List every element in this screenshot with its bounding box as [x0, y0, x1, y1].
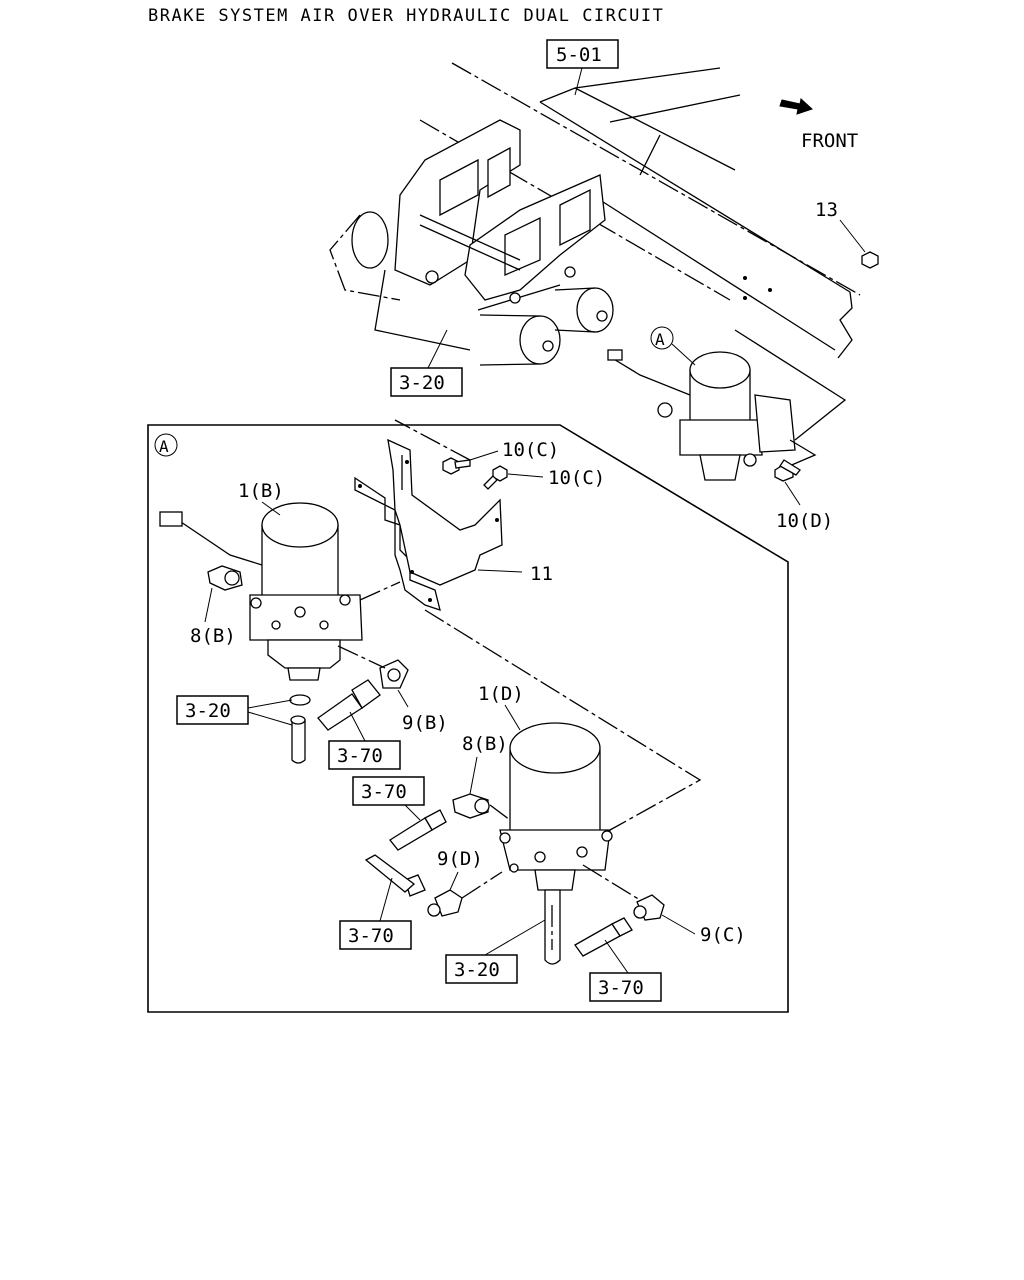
label-elbow-b[interactable]: 8(B) — [190, 625, 236, 647]
svg-text:3-70: 3-70 — [348, 925, 394, 947]
svg-text:3-20: 3-20 — [185, 700, 231, 722]
svg-text:A: A — [159, 437, 169, 456]
bolt-10d — [774, 459, 801, 482]
hose-fitting-mid — [389, 809, 447, 851]
label-dryer-b[interactable]: 1(B) — [238, 480, 284, 502]
connector-9d — [427, 889, 463, 917]
ref-box-pipe-upper[interactable]: 3-20 — [176, 695, 249, 725]
ref-box-hose-upper[interactable]: 3-70 — [328, 740, 401, 770]
pipe-fitting-upper — [289, 694, 311, 764]
label-dryer-d[interactable]: 1(D) — [478, 683, 524, 705]
label-connector-b[interactable]: 9(B) — [402, 712, 448, 734]
label-connector-c[interactable]: 9(C) — [700, 924, 746, 946]
svg-text:3-20: 3-20 — [454, 959, 500, 981]
front-label: FRONT — [801, 130, 858, 152]
air-tank-crossmember — [329, 119, 614, 366]
ref-box-frame[interactable]: 5-01 — [546, 39, 619, 69]
bracket-11 — [354, 438, 503, 611]
dryer-1d — [499, 722, 613, 891]
svg-text:3-70: 3-70 — [337, 745, 383, 767]
svg-text:3-20: 3-20 — [399, 372, 445, 394]
pipe-fitting-lower — [544, 889, 561, 965]
ref-box-air-tanks[interactable]: 3-20 — [390, 367, 463, 397]
elbow-8b-upper — [207, 565, 243, 591]
ref-box-hose-lower-left[interactable]: 3-70 — [339, 920, 412, 950]
hose-fitting-lower-right — [574, 917, 633, 957]
dryer-upper-view — [607, 329, 847, 481]
svg-text:3-70: 3-70 — [361, 781, 407, 803]
connector-9c — [633, 894, 665, 921]
diagram-title: BRAKE SYSTEM AIR OVER HYDRAULIC DUAL CIR… — [148, 6, 664, 26]
detail-marker-box: A — [154, 433, 178, 457]
hose-fitting-upper — [317, 679, 381, 731]
ref-box-hose-lower-right[interactable]: 3-70 — [589, 972, 662, 1002]
ref-box-hose-mid[interactable]: 3-70 — [352, 776, 425, 806]
ref-box-pipe-lower[interactable]: 3-20 — [445, 954, 518, 984]
label-bolt-main[interactable]: 10(D) — [776, 510, 833, 532]
front-arrow-icon — [779, 98, 813, 115]
label-bolt-c2[interactable]: 10(C) — [548, 467, 605, 489]
hose-fitting-lower-left — [364, 854, 426, 897]
bolt-10c-1 — [442, 457, 471, 475]
label-elbow-d[interactable]: 8(B) — [462, 733, 508, 755]
label-connector-d[interactable]: 9(D) — [437, 848, 483, 870]
bolt-10c-2 — [483, 465, 508, 490]
connector-9b — [379, 659, 409, 689]
elbow-8b-lower — [452, 793, 490, 819]
nut-13 — [861, 251, 879, 269]
label-bracket[interactable]: 11 — [530, 563, 553, 585]
detail-marker-upper: A — [650, 326, 674, 350]
svg-text:3-70: 3-70 — [598, 977, 644, 999]
svg-text:5-01: 5-01 — [556, 44, 602, 66]
label-bolt-c1[interactable]: 10(C) — [502, 439, 559, 461]
label-nut[interactable]: 13 — [815, 199, 838, 221]
dryer-1b — [159, 502, 363, 681]
detail-frame — [147, 424, 789, 1013]
svg-text:A: A — [655, 330, 665, 349]
